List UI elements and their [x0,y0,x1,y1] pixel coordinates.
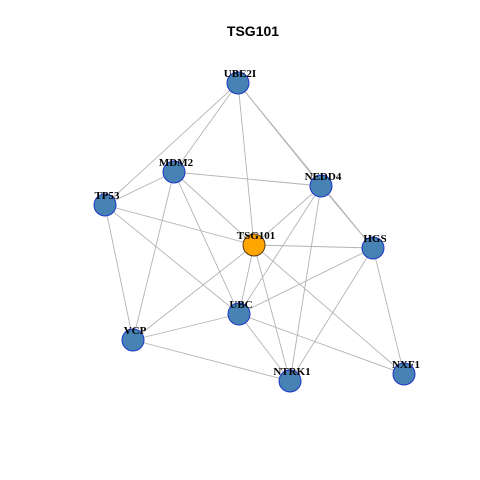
node-ntrk1[interactable]: NTRK1 [273,366,311,393]
edge-vcp-ntrk1 [132,339,291,382]
edge-tp53-vcp [104,204,134,341]
edge-mdm2-ubc [173,171,240,315]
node-label-hgs: HGS [363,233,386,245]
node-label-tp53: TP53 [94,190,120,202]
edge-mdm2-vcp [132,171,175,341]
node-label-vcp: VCP [124,325,147,337]
edge-tsg101-nxf1 [253,244,405,375]
edge-hgs-ubc [238,247,374,315]
node-tsg101[interactable]: TSG101 [237,230,276,257]
node-circle-ubc[interactable] [227,302,251,326]
edge-ubc-ntrk1 [238,313,291,382]
edge-mdm2-tp53 [104,171,175,206]
edge-mdm2-nedd4 [173,171,322,187]
edge-nedd4-tsg101 [253,185,322,246]
node-label-ntrk1: NTRK1 [273,366,310,378]
node-ubc[interactable]: UBC [227,299,253,326]
node-circle-nxf1[interactable] [392,362,416,386]
node-label-mdm2: MDM2 [159,157,194,169]
node-label-nedd4: NEDD4 [305,171,342,183]
edge-tsg101-ntrk1 [253,244,291,382]
node-label-nxf1: NXF1 [392,359,420,371]
edge-ube2i-tsg101 [237,82,255,246]
node-label-ubc: UBC [229,299,252,311]
edge-tp53-ubc [104,204,240,315]
node-nedd4[interactable]: NEDD4 [305,171,342,198]
edge-tsg101-ubc [238,244,255,315]
edge-ubc-nxf1 [238,313,405,375]
node-circle-ube2i[interactable] [226,71,250,95]
edge-tsg101-hgs [253,244,374,249]
node-circle-tp53[interactable] [93,193,117,217]
node-circle-vcp[interactable] [121,328,145,352]
node-label-tsg101: TSG101 [237,230,276,242]
node-circle-ntrk1[interactable] [278,369,302,393]
node-nxf1[interactable]: NXF1 [392,359,420,386]
edge-ubc-vcp [132,313,240,341]
edge-tp53-tsg101 [104,204,255,246]
edges-layer [104,82,405,382]
node-ube2i[interactable]: UBE2I [224,68,256,95]
edge-hgs-nxf1 [372,247,405,375]
edge-nedd4-ntrk1 [289,185,322,382]
edge-ube2i-hgs [237,82,374,249]
node-circle-nedd4[interactable] [309,174,333,198]
node-vcp[interactable]: VCP [121,325,147,352]
edge-ube2i-tp53 [104,82,239,206]
node-label-ube2i: UBE2I [224,68,256,80]
edge-hgs-ntrk1 [289,247,374,382]
edge-ube2i-mdm2 [173,82,239,173]
node-tp53[interactable]: TP53 [93,190,120,217]
node-hgs[interactable]: HGS [361,233,387,260]
node-circle-tsg101[interactable] [242,233,266,257]
edge-mdm2-tsg101 [173,171,255,246]
edge-tsg101-vcp [132,244,255,341]
edge-nedd4-ubc [238,185,322,315]
node-circle-mdm2[interactable] [162,160,186,184]
node-circle-hgs[interactable] [361,236,385,260]
diagram-title: TSG101 [227,23,279,39]
node-mdm2[interactable]: MDM2 [159,157,194,184]
